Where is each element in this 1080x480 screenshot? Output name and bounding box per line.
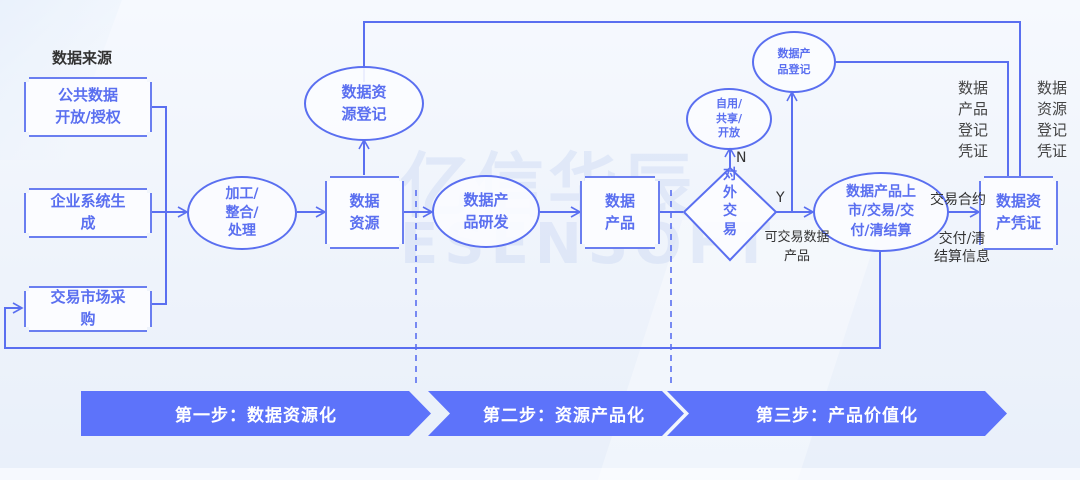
- decision-diamond: [682, 166, 778, 262]
- label-no: N: [736, 150, 747, 166]
- line-reg-top: [363, 21, 1026, 193]
- label-resource-reg-cert: 数据 资源 登记 凭证: [1036, 79, 1067, 160]
- node-resource-registration: 数据资 源登记: [304, 66, 424, 141]
- node-product-registration: 数据产 品登记: [752, 31, 836, 93]
- node-asset-certificate: 数据资 产凭证: [979, 176, 1058, 250]
- label-trade-contract: 交易合约: [930, 192, 986, 208]
- label-delivery-info: 交付/清 结算信息: [934, 231, 990, 266]
- node-process: 加工/ 整合/ 处理: [187, 176, 297, 250]
- node-data-resource: 数据 资源: [325, 176, 404, 249]
- step-3-banner: 第三步：产品价值化: [667, 391, 1007, 436]
- line-prodreg-cert: [836, 61, 1014, 193]
- label-product-reg-cert: 数据 产品 登记 凭证: [957, 79, 988, 160]
- label-tradable-product: 可交易数据 产品: [764, 230, 830, 264]
- line-src1: [150, 106, 167, 305]
- step-2-label: 第二步：资源产品化: [483, 406, 645, 426]
- label-yes: Y: [776, 190, 785, 206]
- node-market-trade: 数据产品上 市/交易/交 付/清结算: [813, 172, 949, 252]
- step-2-banner: 第二步：资源产品化: [428, 391, 684, 436]
- connector-lines: [4, 21, 1026, 386]
- node-data-product: 数据 产品: [580, 176, 660, 249]
- source-market-purchase: 交易市场采 购: [24, 286, 152, 332]
- source-enterprise-system: 企业系统生 成: [24, 188, 152, 238]
- node-self-use: 自用/ 共享/ 开放: [686, 88, 772, 150]
- step-3-label: 第三步：产品价值化: [756, 406, 918, 426]
- source-public-data: 公共数据 开放/授权: [24, 77, 152, 137]
- node-external-trade: 对 外 交 易: [723, 167, 737, 238]
- node-product-rnd: 数据产 品研发: [432, 175, 540, 248]
- sources-title: 数据来源: [52, 49, 113, 67]
- step-1-banner: 第一步：数据资源化: [81, 391, 431, 436]
- line-market-loop: [4, 252, 881, 349]
- step-1-label: 第一步：数据资源化: [175, 406, 337, 426]
